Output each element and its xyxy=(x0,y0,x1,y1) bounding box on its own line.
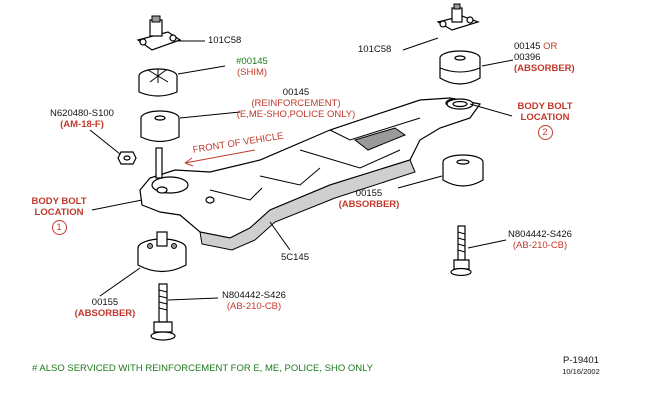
right-bolt xyxy=(450,225,472,277)
figure-reference: P-19401 10/16/2002 xyxy=(548,355,614,377)
leader-lines xyxy=(89,37,514,301)
label-shim: #00145 (SHIM) xyxy=(224,56,280,78)
absorber-top-part: 00145 xyxy=(514,41,541,52)
label-body-bolt-1: BODY BOLT LOCATION 1 xyxy=(26,196,92,235)
left-shim xyxy=(138,68,178,97)
bolt-left-part: N804442-S426 xyxy=(222,290,286,301)
shim-part-number: #00145 xyxy=(236,56,268,67)
absorber-mid-name: (ABSORBER) xyxy=(338,199,400,210)
label-bolt-right: N804442-S426 (AB-210-CB) xyxy=(500,229,580,251)
subframe-5c145 xyxy=(139,97,482,251)
left-bracket xyxy=(136,15,182,51)
footnote: # ALSO SERVICED WITH REINFORCEMENT FOR E… xyxy=(32,363,374,374)
label-bolt-left: N804442-S426 (AB-210-CB) xyxy=(214,290,294,312)
label-bracket-left: 101C58 xyxy=(208,35,242,46)
label-frame: 5C145 xyxy=(281,252,309,263)
left-bolt xyxy=(150,283,176,341)
body-bolt-1-line2: LOCATION xyxy=(34,207,84,218)
body-bolt-2-number: 2 xyxy=(537,125,553,140)
label-absorber-low: 00155 (ABSORBER) xyxy=(72,297,138,319)
left-reinforcement xyxy=(140,110,180,143)
nut-part-number: N620480-S100 xyxy=(50,108,114,119)
absorber-top-or: OR xyxy=(543,41,558,52)
right-mid-absorber xyxy=(442,154,484,187)
label-bracket-right: 101C58 xyxy=(358,44,392,55)
body-bolt-1-number: 1 xyxy=(51,220,67,235)
bolt-left-spec: (AB-210-CB) xyxy=(226,301,282,312)
bolt-right-part: N804442-S426 xyxy=(508,229,572,240)
absorber-low-name: (ABSORBER) xyxy=(74,308,136,319)
label-reinforcement: 00145 (REINFORCEMENT) (E,ME-SHO,POLICE O… xyxy=(236,87,356,120)
label-body-bolt-2: BODY BOLT LOCATION 2 xyxy=(512,101,578,140)
right-spacer xyxy=(446,98,474,110)
left-lower-absorber xyxy=(137,231,187,273)
nut-spec: (AM-18-F) xyxy=(60,119,104,130)
label-absorber-mid: 00155 (ABSORBER) xyxy=(338,188,400,210)
right-bracket xyxy=(436,3,480,31)
reinforcement-part-number: 00145 xyxy=(282,87,310,98)
label-absorber-top: 00145 OR 00396 (ABSORBER) xyxy=(514,41,575,74)
body-bolt-1-line1: BODY BOLT xyxy=(31,196,87,207)
right-upper-absorber xyxy=(439,50,481,85)
absorber-top-name: (ABSORBER) xyxy=(514,63,575,74)
figure-id: P-19401 xyxy=(563,355,599,366)
figure-date: 10/16/2002 xyxy=(562,367,600,376)
nut xyxy=(117,151,137,165)
absorber-top-alt: 00396 xyxy=(514,52,541,63)
absorber-low-part: 00155 xyxy=(91,297,119,308)
label-nut: N620480-S100 (AM-18-F) xyxy=(35,108,129,130)
body-bolt-2-line2: LOCATION xyxy=(520,112,570,123)
shim-name: (SHIM) xyxy=(236,67,268,78)
reinforcement-name: (REINFORCEMENT) xyxy=(251,98,341,109)
body-bolt-2-line1: BODY BOLT xyxy=(517,101,573,112)
reinforcement-note: (E,ME-SHO,POLICE ONLY) xyxy=(236,109,356,120)
absorber-mid-part: 00155 xyxy=(355,188,383,199)
left-stud xyxy=(155,147,163,179)
bolt-right-spec: (AB-210-CB) xyxy=(512,240,568,251)
